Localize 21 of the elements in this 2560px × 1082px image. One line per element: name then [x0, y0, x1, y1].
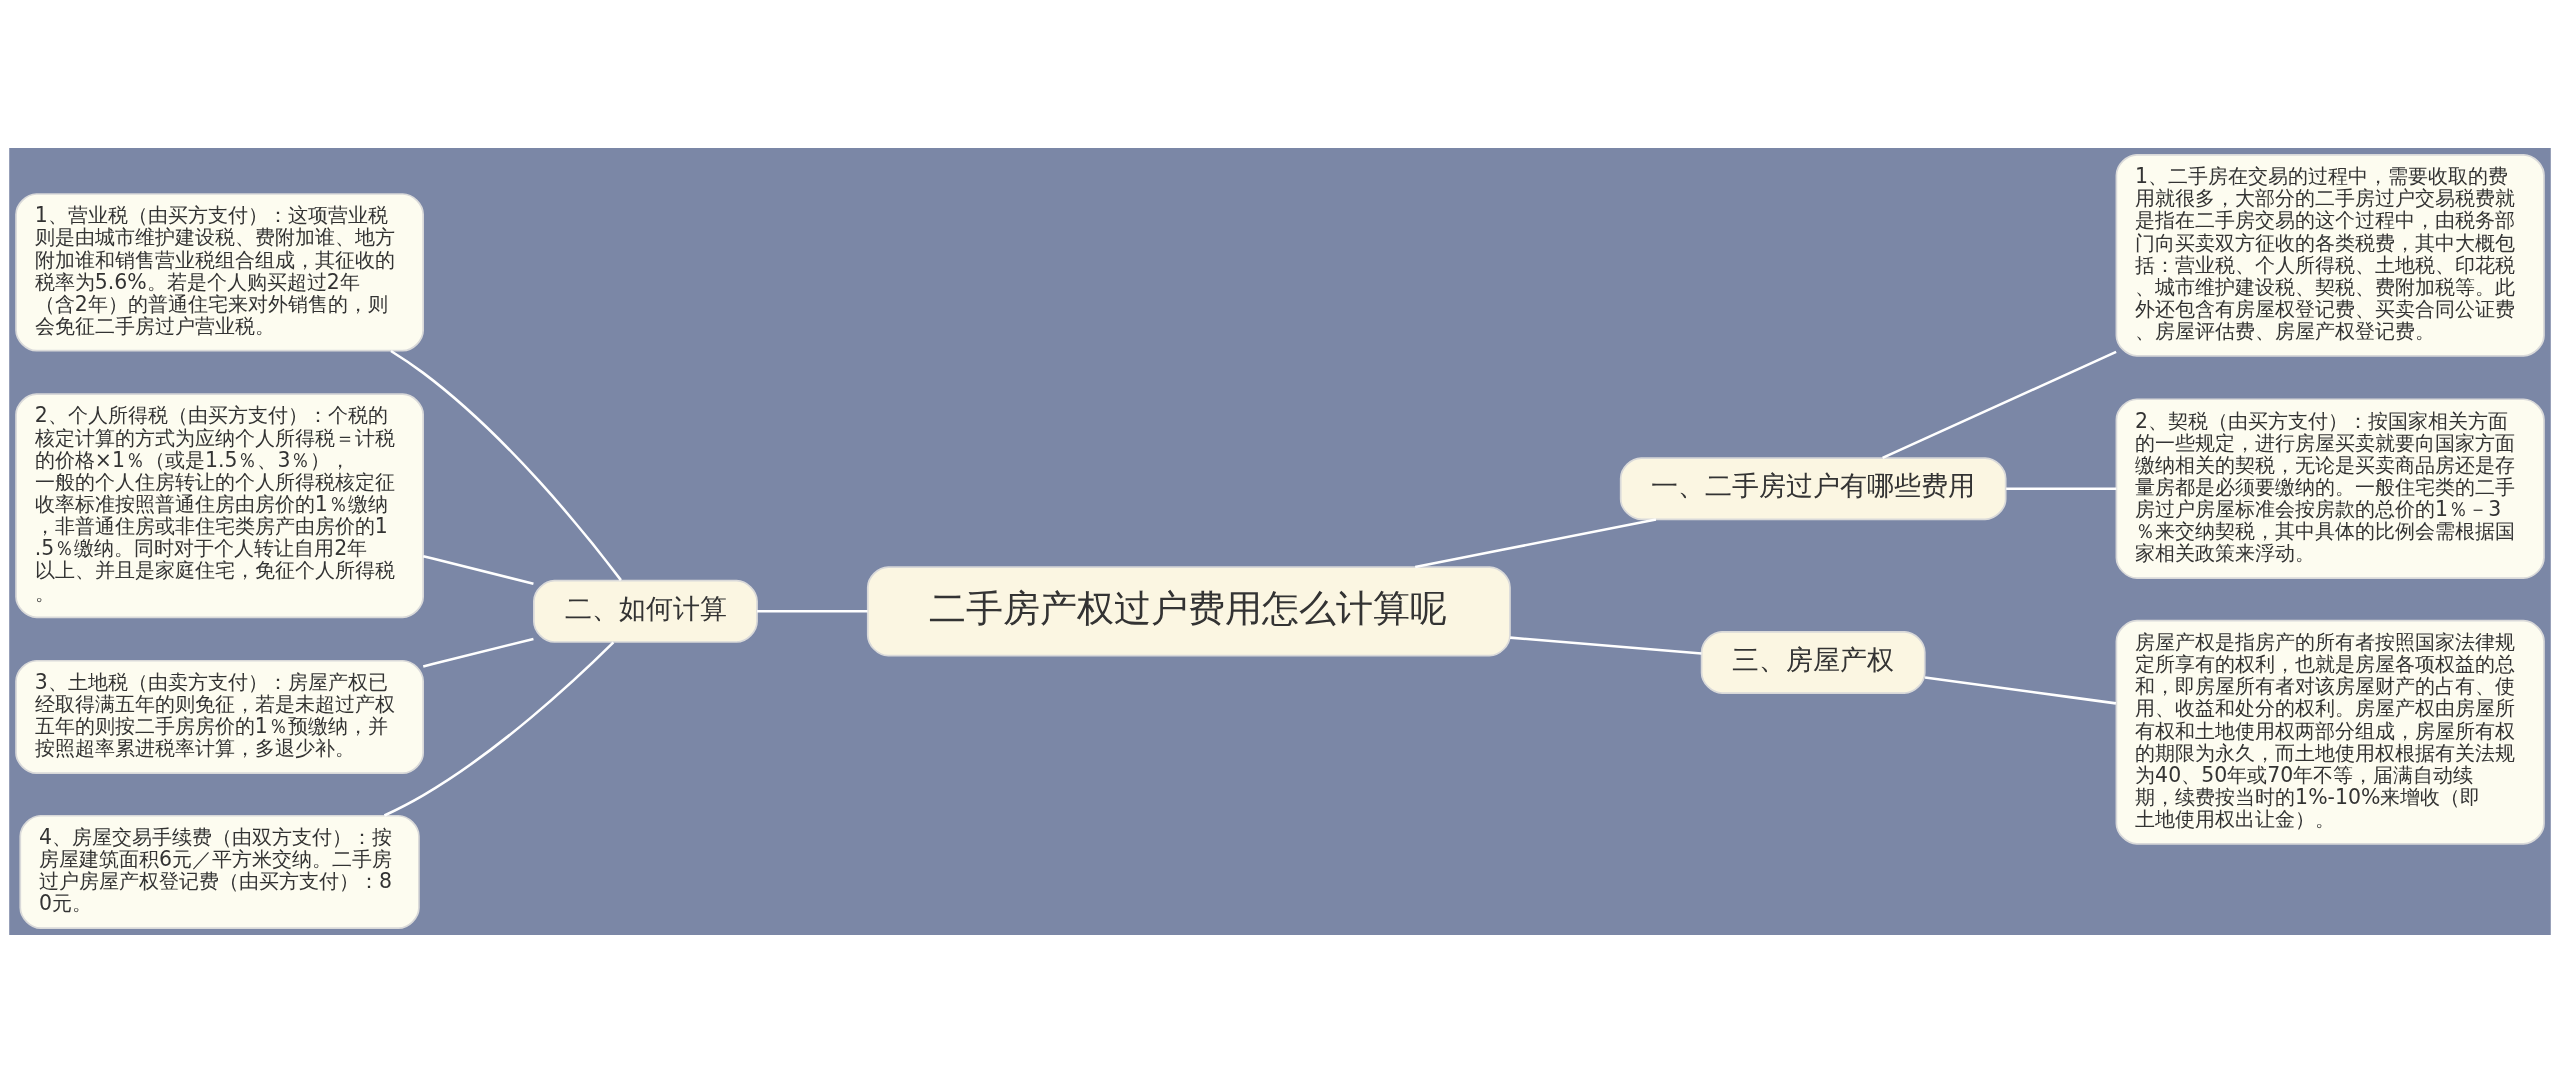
node-box: 二手房产权过户费用怎么计算呢: [866, 565, 1511, 656]
connector: [1882, 350, 2117, 459]
connector: [1924, 675, 2117, 705]
connector: [422, 637, 534, 668]
node-box: 2、个人所得税（由买方支付）：个税的核定计算的方式为应纳个人所得税＝计税的价格×1％（或是1.5％、3％），一般的个人住房转让的个人所得税核定征收率标准按照普通住房由房价的1％缴纳，非普通住房或非住宅类房产由房价的1.5％缴纳。同时对于个人转让自用2年以上、并且是家庭住宅，免征个人所得税。: [15, 392, 424, 618]
connector: [757, 609, 868, 613]
node-box: 4、房屋交易手续费（由双方支付）：按房屋建筑面积6元／平方米交纳。二手房过户房屋产权登记费（由买方支付）：80元。: [19, 814, 420, 929]
node-box: 3、土地税（由卖方支付）：房屋产权已经取得满五年的则免征，若是未超过产权五年的则按二手房房价的1％预缴纳，并按照超率累进税率计算，多退少补。: [15, 659, 424, 774]
node-box: 三、房屋产权: [1700, 630, 1926, 694]
node-box: 1、二手房在交易的过程中，需要收取的费用就很多，大部分的二手房过户交易税费就是指在二手房交易的这个过程中，由税务部门向买卖双方征收的各类税费，其中大概包括：营业税、个人所得税、土地税、印花税、城市维护建设税、契税、费附加税等。此外还包含有房屋权登记费、买卖合同公证费、房屋评估费、房屋产权登记费。: [2115, 153, 2545, 357]
connector: [2006, 486, 2117, 490]
connector: [383, 641, 615, 817]
connector: [1414, 517, 1657, 568]
node-box: 2、契税（由买方支付）：按国家相关方面的一些规定，进行房屋买卖就要向国家方面缴纳相关的契税，无论是买卖商品房还是存量房都是必须要缴纳的。一般住宅类的二手房过户房屋标准会按房款的总价的1％－3％来交纳契税，其中具体的比例会需根据国家相关政策来浮动。: [2115, 397, 2545, 579]
connector: [422, 554, 534, 585]
connector: [1510, 635, 1702, 655]
connector: [390, 349, 622, 581]
node-box: 1、营业税（由买方支付）：这项营业税则是由城市维护建设税、费附加谁、地方附加谁和销售营业税组合组成，其征收的税率为5.6%。若是个人购买超过2年（含2年）的普通住宅来对外销售的，则会免征二手房过户营业税。: [15, 192, 424, 352]
node-box: 二、如何计算: [533, 579, 758, 643]
node-box: 房屋产权是指房产的所有者按照国家法律规定所享有的权利，也就是房屋各项权益的总和，即房屋所有者对该房屋财产的占有、使用、收益和处分的权利。房屋产权由房屋所有权和土地使用权两部分组成，房屋所有权的期限为永久，而土地使用权根据有关法规为40、50年或70年不等，届满自动续期，续费按当时的1%-10%来增收（即土地使用权出让金）。: [2115, 619, 2545, 845]
node-box: 一、二手房过户有哪些费用: [1619, 456, 2007, 520]
